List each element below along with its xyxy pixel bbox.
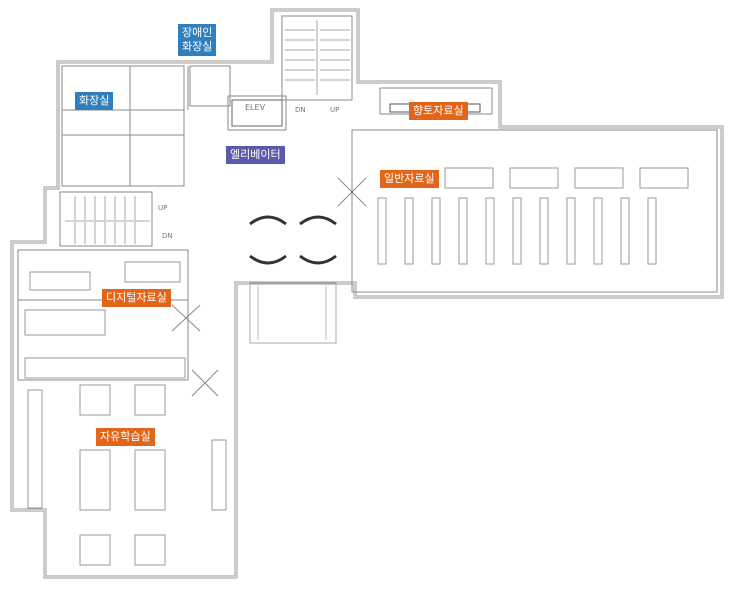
up-text-left: UP [158,204,167,212]
label-restroom: 화장실 [75,92,114,110]
restroom-block [61,65,185,187]
dn-text-top: DN [295,106,306,114]
elevator-shaft [227,95,287,131]
elev-text: ELEV [245,103,266,112]
stair-top [281,15,353,101]
label-digital-archive: 디지털자료실 [102,289,171,307]
up-text-top: UP [330,106,339,114]
general-room-outline [351,129,718,293]
digital-room-outline [17,249,189,381]
label-local-archive: 향토자료실 [409,102,468,120]
label-study-room: 자유학습실 [96,428,155,446]
dn-text-left: DN [162,232,173,240]
label-elevator: 엘리베이터 [226,146,285,164]
stair-left [59,191,153,247]
label-accessible-toilet: 장애인 화장실 [178,24,217,56]
corridor [249,282,337,344]
label-general-archive: 일반자료실 [380,170,439,188]
